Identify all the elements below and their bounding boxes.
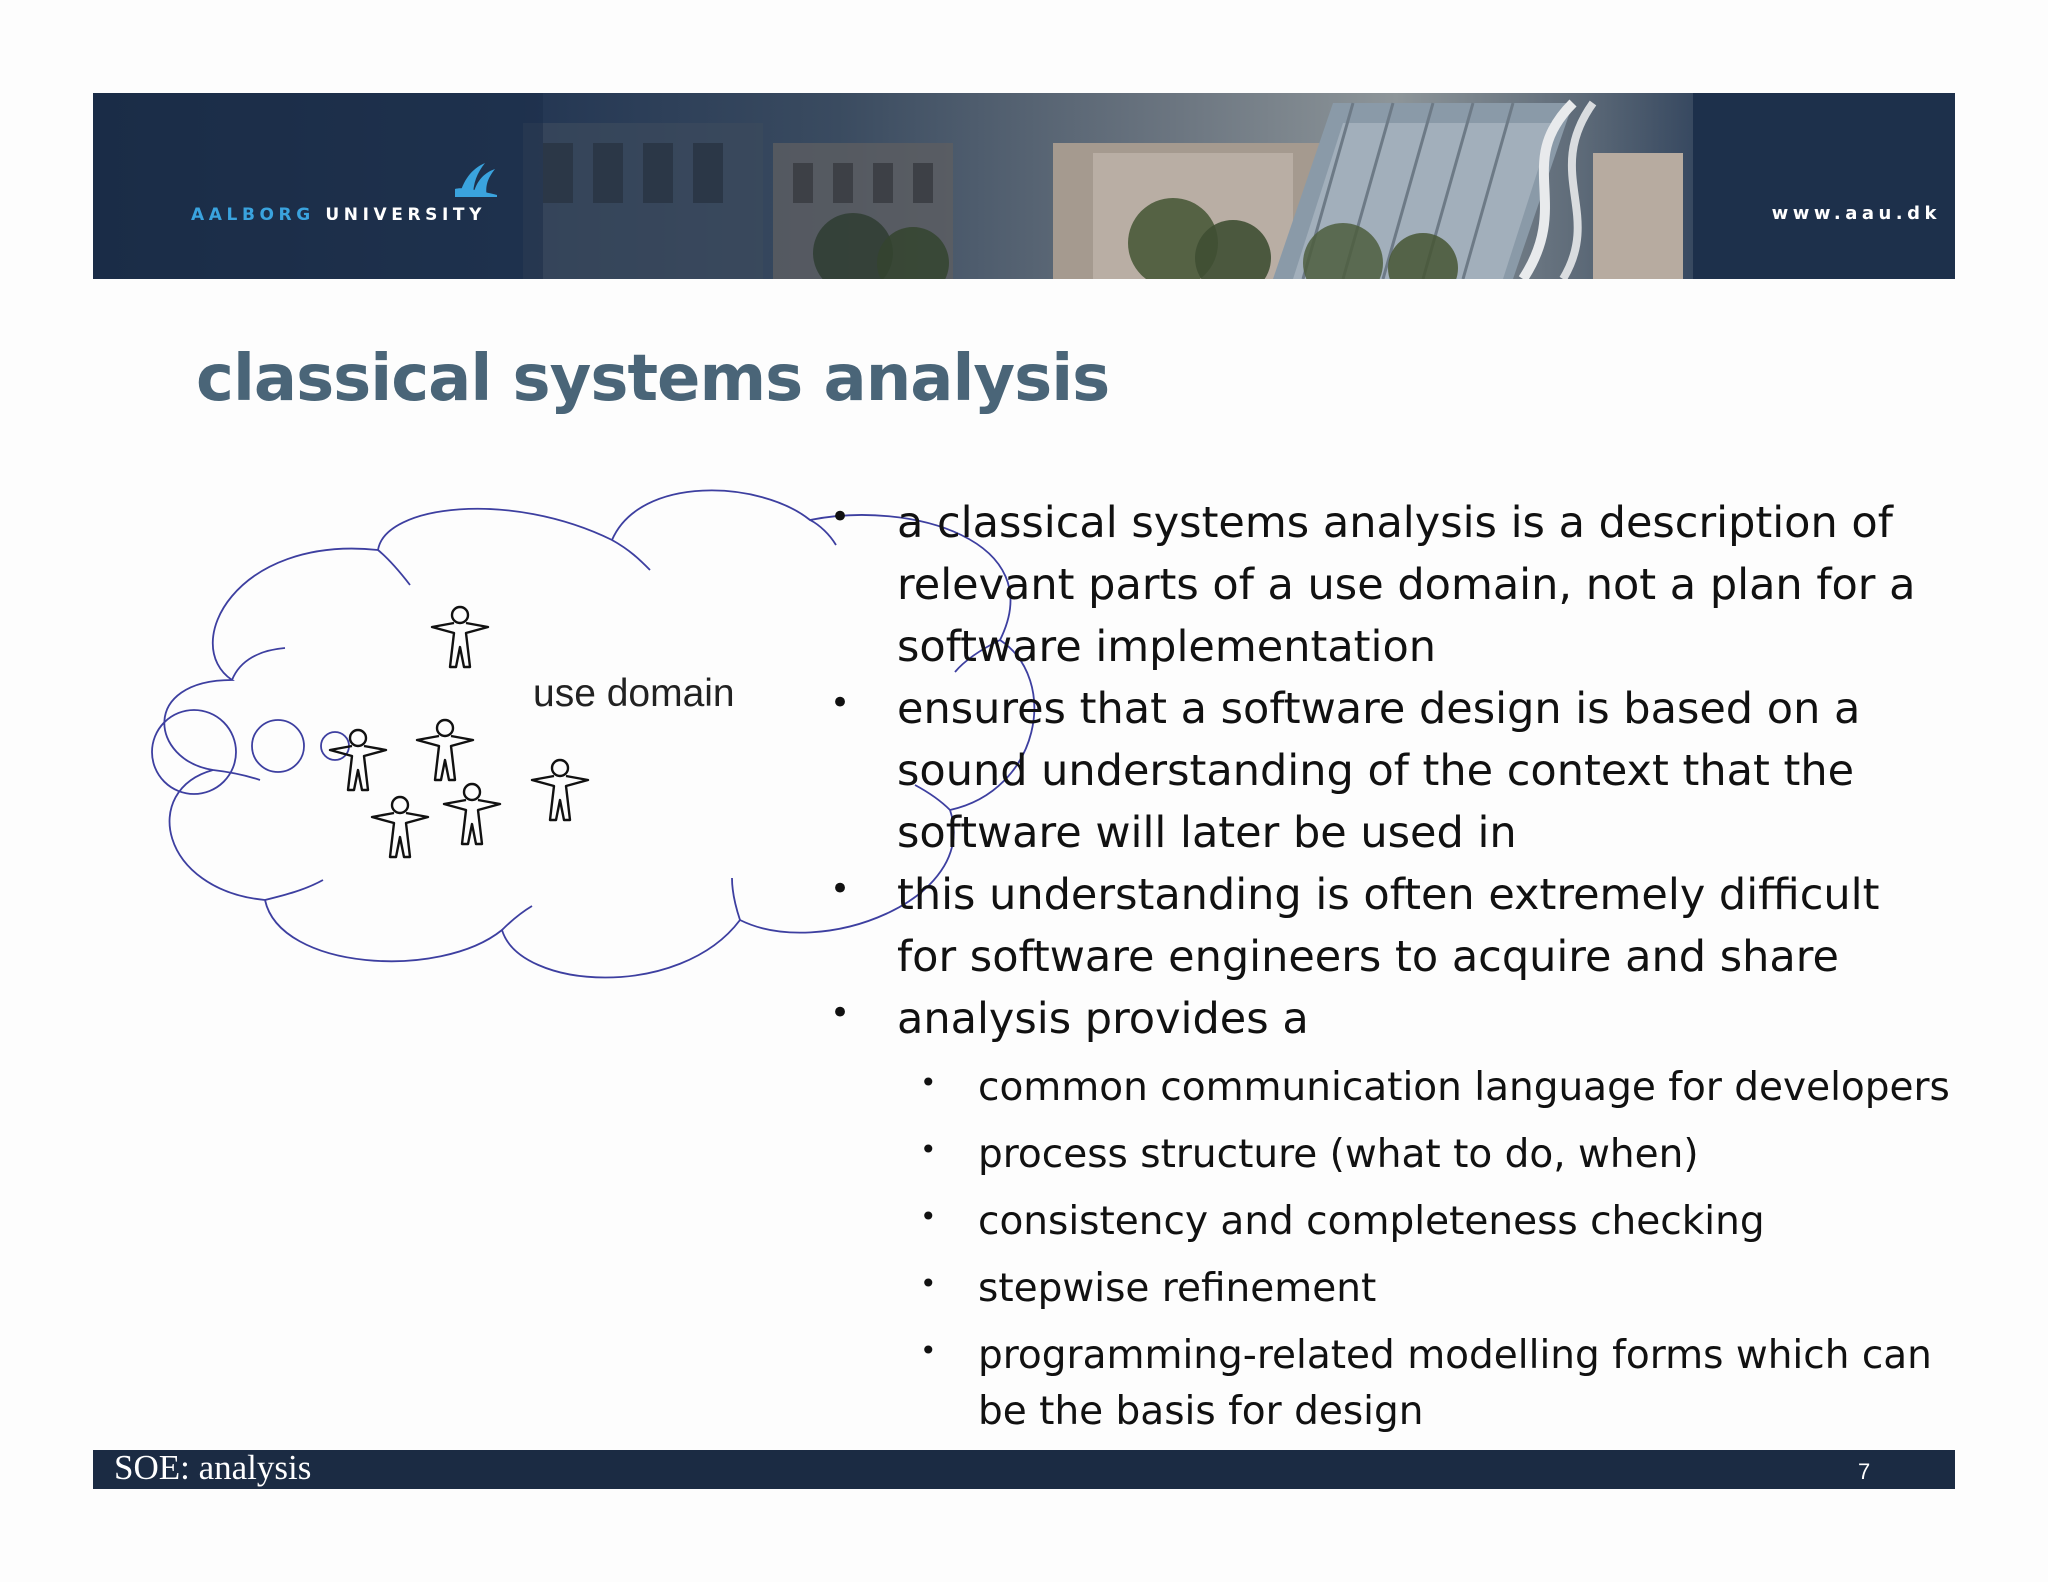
thought-bubble-large [151,709,237,795]
sub-bullet-line: common communication language for develo… [978,1065,1950,1110]
bullet-line: this understanding is often extremely di… [897,870,1880,920]
sub-bullet-line: stepwise refinement [978,1266,1377,1311]
sub-bullet-line: be the basis for design [978,1389,1424,1434]
bullet-marker: • [830,683,851,723]
bullet-line: for software engineers to acquire and sh… [897,932,1839,982]
footer-bar [93,1450,1955,1489]
bullet-line: software implementation [897,622,1437,672]
footer-course-label: SOE: analysis [114,1448,312,1487]
page-number: 7 [1858,1459,1871,1484]
bullet-line: relevant parts of a use domain, not a pl… [897,560,1916,610]
diagram-label: use domain [533,672,735,715]
bullet-line: software will later be used in [897,808,1517,858]
sub-bullet-marker: • [920,1334,937,1367]
bullet-line: ensures that a software design is based … [897,684,1861,734]
person-icon [370,795,430,859]
person-icon [415,718,475,782]
sub-bullet-marker: • [920,1200,937,1233]
person-icon [442,782,502,846]
person-icon [430,605,490,669]
bullet-line: analysis provides a [897,994,1309,1044]
website-url: www.aau.dk [1771,203,1941,224]
bullet-marker: • [830,869,851,909]
header-banner: AALBORG UNIVERSITY www.aau.dk [93,93,1955,279]
aau-logo-icon [455,163,497,197]
university-logo-text: AALBORG UNIVERSITY [191,205,487,225]
bullet-line: sound understanding of the context that … [897,746,1855,796]
sub-bullet-line: consistency and completeness checking [978,1199,1765,1244]
use-domain-cloud-diagram [151,489,1036,979]
slide-title: classical systems analysis [196,342,1110,416]
bullet-marker: • [830,993,851,1033]
sub-bullet-marker: • [920,1267,937,1300]
person-icon [328,728,388,792]
campus-photo [93,93,1955,279]
thought-bubble-medium [251,719,305,773]
bullet-marker: • [830,497,851,537]
sub-bullet-marker: • [920,1066,937,1099]
person-icon [530,758,590,822]
sub-bullet-line: programming-related modelling forms whic… [978,1333,1932,1378]
sub-bullet-marker: • [920,1133,937,1166]
sub-bullet-line: process structure (what to do, when) [978,1132,1699,1177]
bullet-line: a classical systems analysis is a descri… [897,498,1893,548]
